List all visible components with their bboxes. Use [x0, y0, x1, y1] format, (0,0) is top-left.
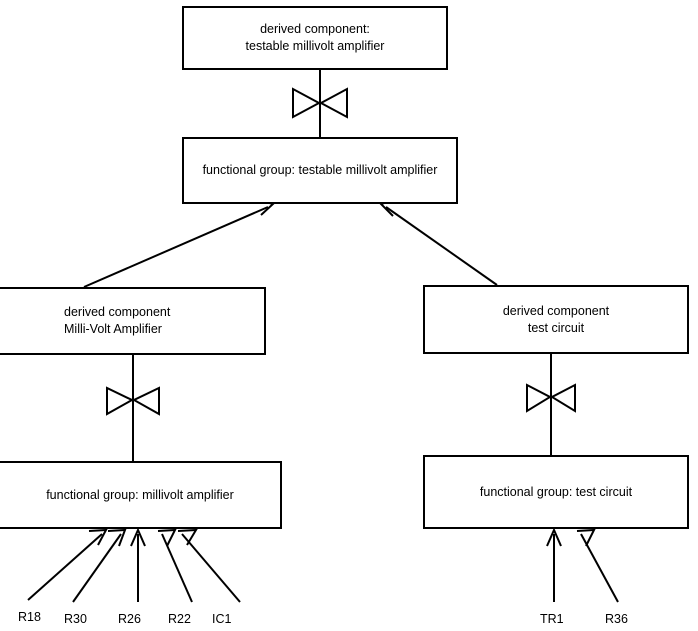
- node-functional-group-testable-millivolt-amplifier[interactable]: functional group: testable millivolt amp…: [182, 137, 458, 204]
- generalization-arrow-milli-volt-amplifier: [83, 198, 275, 288]
- node-derived-component-test-circuit[interactable]: derived component test circuit: [423, 285, 689, 354]
- node-derived-component-milli-volt-amplifier[interactable]: derived component Milli-Volt Amplifier: [0, 287, 266, 355]
- node-label: functional group: millivolt amplifier: [46, 487, 234, 502]
- node-derived-component-testable-millivolt-amplifier[interactable]: derived component: testable millivolt am…: [182, 6, 448, 70]
- leaf-label-r26[interactable]: R26: [118, 612, 141, 626]
- node-label: derived component: testable millivolt am…: [245, 22, 385, 53]
- leaf-label-ic1[interactable]: IC1: [212, 612, 232, 626]
- leaf-label-r36[interactable]: R36: [605, 612, 628, 626]
- generalization-arrow-r18: [27, 528, 108, 601]
- node-functional-group-test-circuit[interactable]: functional group: test circuit: [423, 455, 689, 529]
- leaf-label-r18[interactable]: R18: [18, 610, 41, 624]
- generalization-arrow-r26: [130, 527, 146, 602]
- generalization-arrow-r30: [72, 528, 127, 603]
- node-label: functional group: testable millivolt amp…: [202, 163, 438, 178]
- bowtie-connector-right: [526, 354, 576, 455]
- node-label: derived component test circuit: [502, 303, 610, 335]
- node-functional-group-millivolt-amplifier[interactable]: functional group: millivolt amplifier: [0, 461, 282, 529]
- leaf-label-tr1[interactable]: TR1: [540, 612, 564, 626]
- bowtie-connector-left: [106, 355, 160, 461]
- node-label: functional group: test circuit: [479, 484, 633, 499]
- generalization-arrow-test-circuit: [379, 198, 498, 286]
- bowtie-connector-top: [292, 70, 348, 137]
- generalization-arrow-r36: [576, 528, 619, 603]
- generalization-arrow-tr1: [546, 527, 562, 602]
- generalization-arrow-ic1: [177, 528, 241, 603]
- generalization-arrow-r22: [157, 528, 193, 603]
- node-label: derived component Milli-Volt Amplifier: [64, 305, 171, 336]
- leaf-label-r22[interactable]: R22: [168, 612, 191, 626]
- leaf-label-r30[interactable]: R30: [64, 612, 87, 626]
